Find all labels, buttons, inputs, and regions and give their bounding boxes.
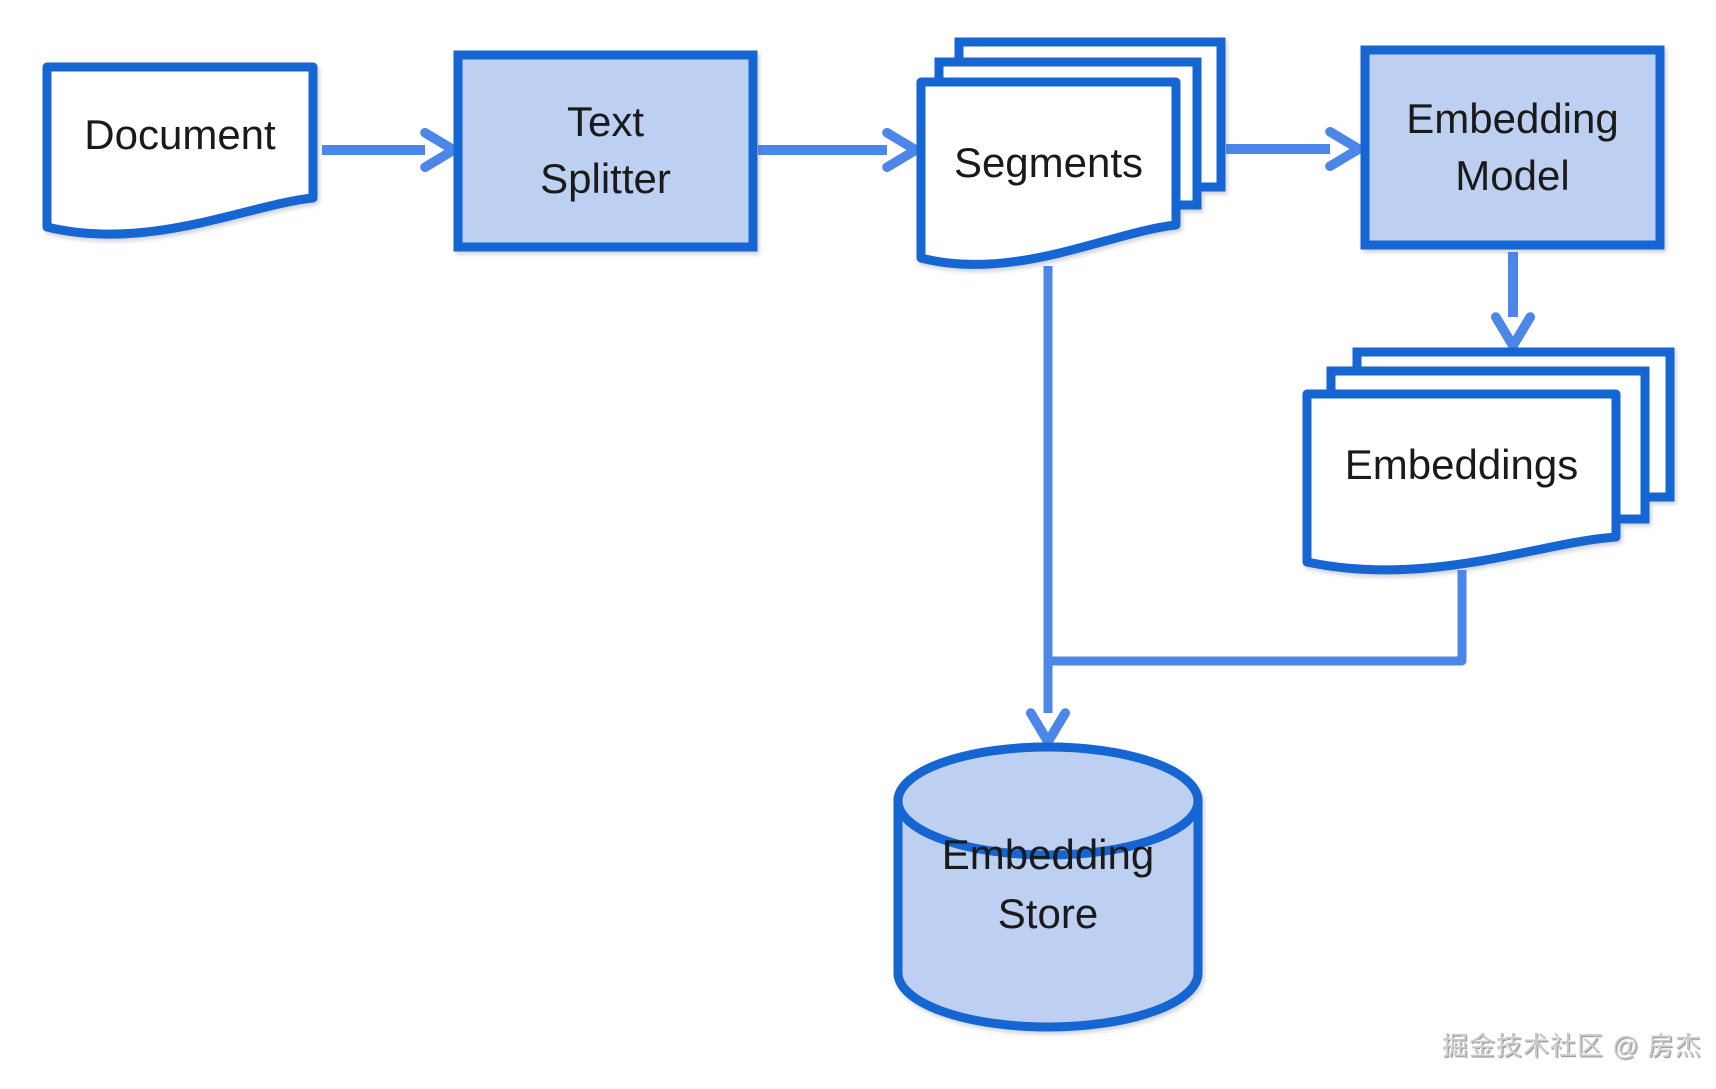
document-shape (42, 62, 318, 239)
embedding-store-cylinder-top (893, 742, 1203, 860)
connector-embeddings-to-store (1052, 570, 1467, 666)
embeddings-sheet-front (1302, 389, 1621, 575)
embedding-model-box (1360, 45, 1665, 250)
text-splitter-box (453, 50, 758, 252)
segments-sheet-front (916, 77, 1181, 269)
